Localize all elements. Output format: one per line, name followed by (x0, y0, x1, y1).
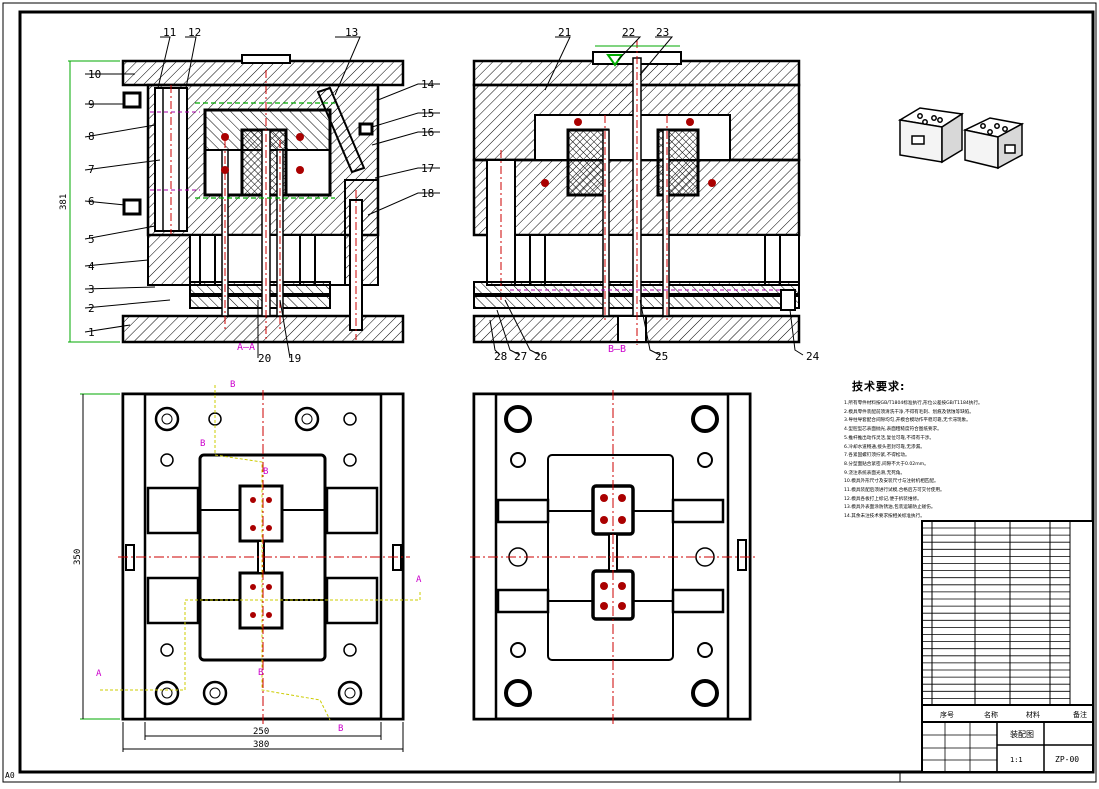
part-no-12: 12 (188, 26, 201, 39)
part-no-13: 13 (345, 26, 358, 39)
notes-list: 1.所有零件材料按GB/T1804标准执行,形位公差按GB/T1184执行。 2… (840, 400, 1090, 522)
part-no-16: 16 (421, 126, 434, 139)
part-no-6: 6 (88, 195, 95, 208)
part-no-27: 27 (514, 350, 527, 363)
note-item: 13.模具外表面涂防锈油,包装运输防止碰伤。 (844, 505, 936, 511)
part-no-20: 20 (258, 352, 271, 365)
marker-a-1: A (416, 575, 422, 585)
dim-text-height-plan: 350 (73, 549, 83, 565)
leader-lines-right (489, 36, 804, 356)
part-no-7: 7 (88, 163, 95, 176)
note-item: 7.各紧固螺钉须拧紧,不得松动。 (844, 453, 910, 459)
dims-plan-left: 350 250 380 (73, 393, 404, 752)
section-view-aa (121, 54, 405, 344)
isometric-part-2 (962, 117, 1025, 170)
title-block: 序号 名称 材料 备注 装配图 ZP-00 1:1 (899, 520, 1094, 782)
marker-b-3: B (263, 467, 268, 477)
dim-text-width-outer: 380 (253, 740, 269, 750)
part-no-3: 3 (88, 283, 95, 296)
tb-head-seq: 序号 (940, 710, 954, 719)
section-label-bb: B—B (608, 344, 626, 355)
part-no-8: 8 (88, 130, 95, 143)
corner-mark: A0 (5, 771, 15, 780)
tb-drawing-name: 装配图 (1010, 729, 1034, 739)
note-item: 9.浇注系统表面光滑,无死角。 (844, 470, 905, 476)
part-no-18: 18 (421, 187, 434, 200)
part-no-1: 1 (88, 326, 95, 339)
part-no-2: 2 (88, 302, 95, 315)
marker-b-4: B (258, 668, 263, 678)
part-no-23: 23 (656, 26, 669, 39)
part-no-11: 11 (163, 26, 176, 39)
leader-lines (84, 36, 440, 359)
tb-head-remark: 备注 (1073, 710, 1087, 719)
part-no-17: 17 (421, 162, 434, 175)
part-no-15: 15 (421, 107, 434, 120)
drawing-frame (18, 10, 1095, 774)
note-item: 14.其余未注技术要求按相关标准执行。 (844, 514, 925, 520)
part-no-25: 25 (655, 350, 668, 363)
section-label-aa: A—A (237, 342, 255, 353)
plan-view-left (100, 385, 421, 725)
part-no-19: 19 (288, 352, 301, 365)
part-no-5: 5 (88, 233, 95, 246)
note-item: 2.模具零件装配前须清洗干净,不得有毛刺、划痕及锈蚀等缺陷。 (844, 409, 974, 415)
note-item: 1.所有零件材料按GB/T1804标准执行,形位公差按GB/T1184执行。 (844, 401, 983, 406)
tb-scale: 1:1 (1010, 756, 1023, 764)
section-view-bb (472, 40, 801, 345)
plan-view-right (470, 390, 755, 725)
note-item: 4.型腔型芯表面抛光,表面粗糙度符合图纸要求。 (844, 427, 942, 433)
dim-text-height-left: 381 (59, 194, 69, 210)
part-no-21: 21 (558, 26, 571, 39)
isometric-part-1 (897, 107, 965, 164)
marker-b-5: B (338, 724, 343, 734)
note-item: 3.导柱导套配合间隙均匀,开模合模动作平稳可靠,无卡滞现象。 (844, 418, 971, 424)
part-numbers-left: 11 12 13 10 9 8 7 6 5 4 3 2 1 14 15 16 1… (88, 26, 435, 365)
tb-head-name: 名称 (984, 710, 998, 719)
marker-b-2: B (200, 439, 205, 449)
notes-title: 技术要求: (852, 380, 906, 393)
marker-b-1: B (230, 380, 235, 390)
note-item: 6.冷却水道畅通,接头密封可靠,无渗漏。 (844, 444, 925, 450)
part-no-24: 24 (806, 350, 820, 363)
dim-height-left: 3 8 1 (59, 60, 120, 343)
part-no-14: 14 (421, 78, 435, 91)
note-item: 8.分型面贴合紧密,间隙不大于0.02mm。 (844, 461, 929, 467)
plan-markers-left: B B B B B A A (96, 380, 422, 734)
tb-drawing-no: ZP-00 (1055, 755, 1079, 764)
part-numbers-right: 21 22 23 24 25 26 27 28 (494, 26, 820, 363)
marker-a-2: A (96, 669, 102, 679)
part-no-22: 22 (622, 26, 635, 39)
part-no-10: 10 (88, 68, 101, 81)
tb-head-material: 材料 (1026, 710, 1040, 719)
part-no-9: 9 (88, 98, 95, 111)
note-item: 11.模具装配后须进行试模,合格后方可交付使用。 (844, 488, 945, 494)
technical-notes: 技术要求: 1.所有零件材料按GB/T1804标准执行,形位公差按GB/T118… (840, 378, 1090, 522)
note-item: 5.推杆推出动作灵活,复位可靠,不得有干涉。 (844, 435, 934, 441)
part-no-26: 26 (534, 350, 547, 363)
part-no-28: 28 (494, 350, 507, 363)
note-item: 12.模具各板打上标记,便于拆装维修。 (844, 496, 922, 502)
note-item: 10.模具外形尺寸及安装尺寸与注射机相匹配。 (844, 479, 939, 485)
part-no-4: 4 (88, 260, 95, 273)
dim-text-width-inner: 250 (253, 727, 269, 737)
